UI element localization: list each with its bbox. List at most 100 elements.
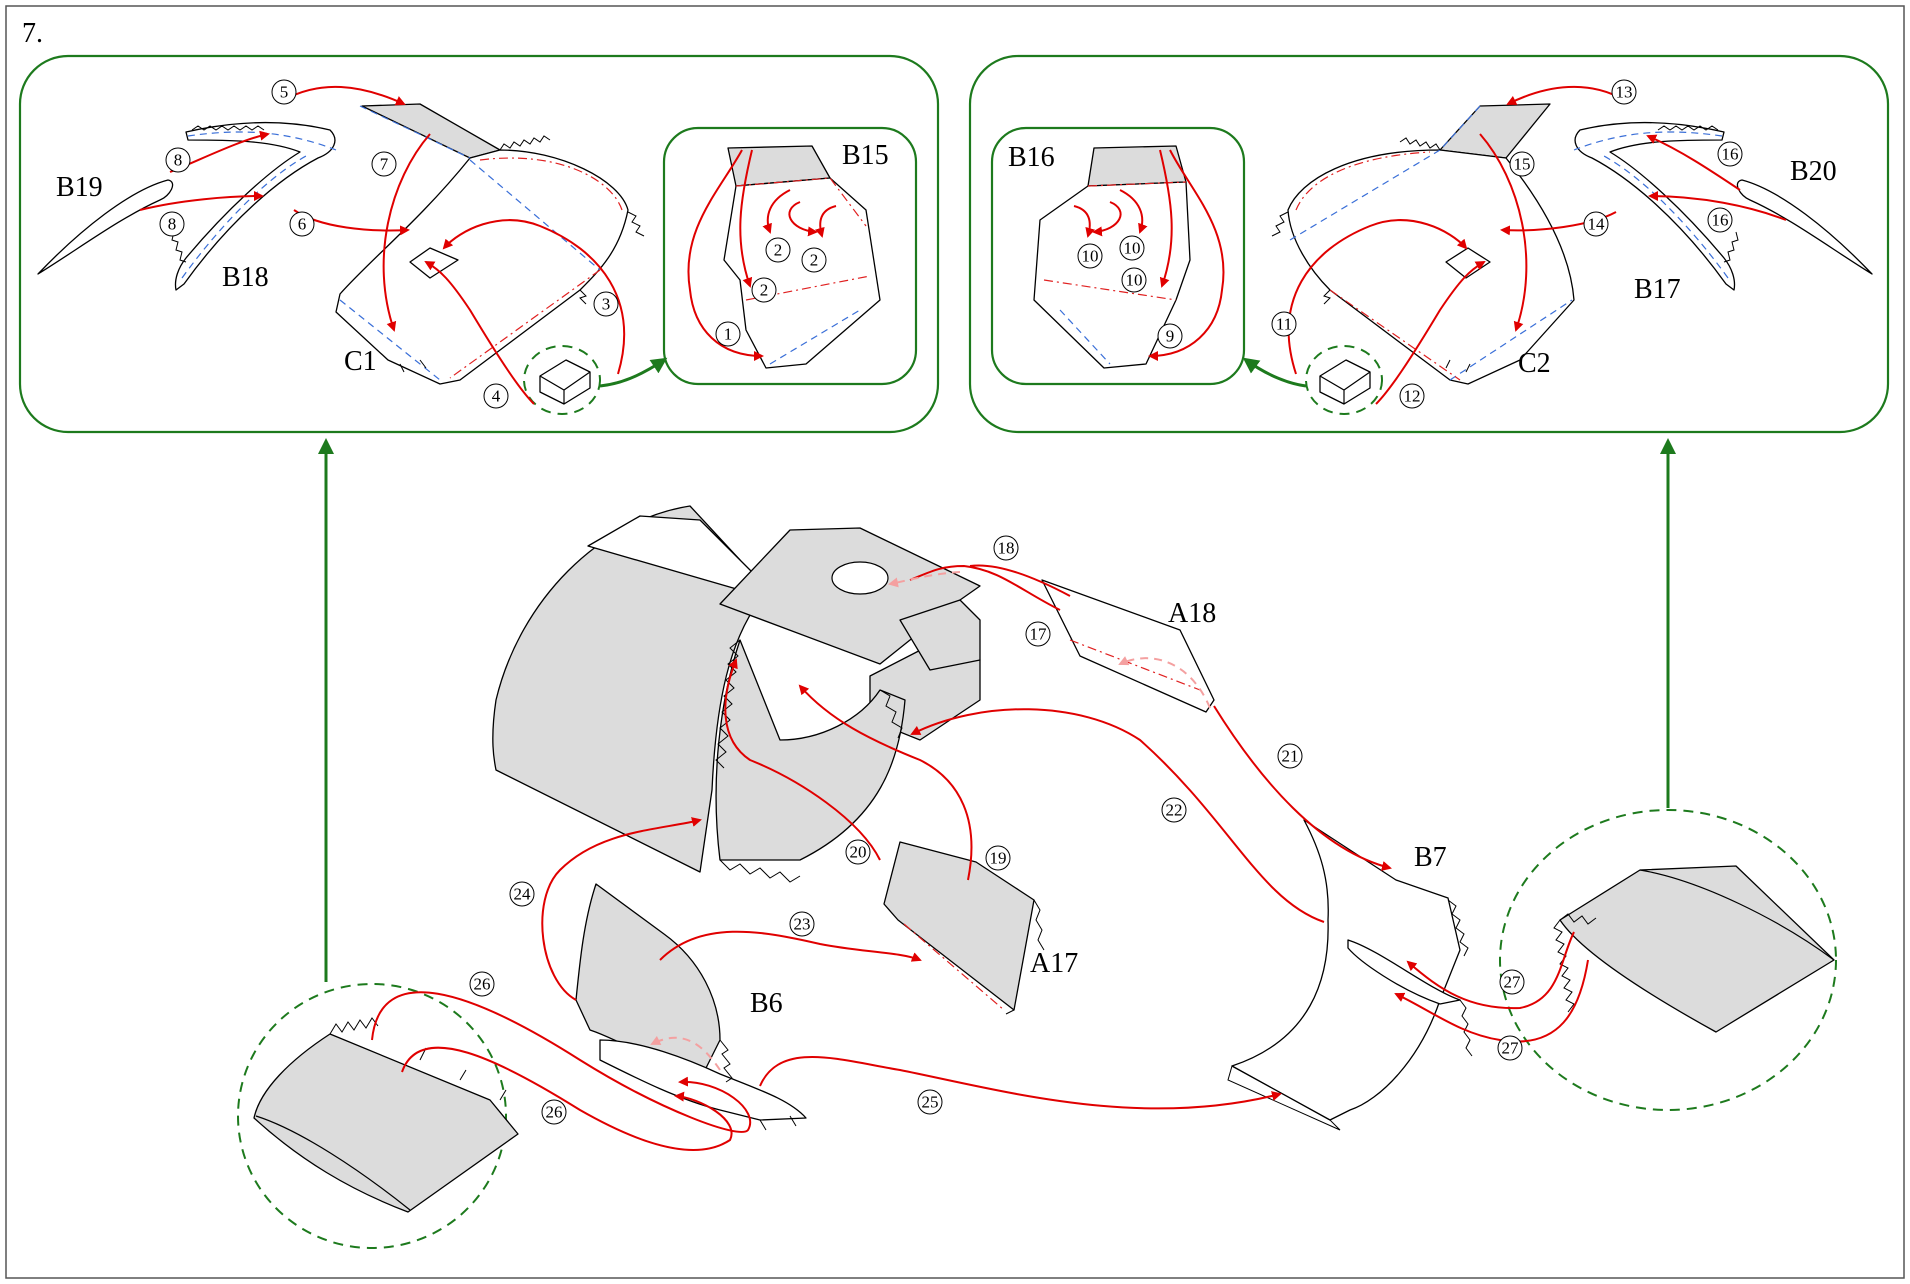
step-14: 14 [1583,211,1609,237]
step-21: 21 [1277,743,1303,769]
step-23: 23 [789,911,815,937]
step-27b: 27 [1497,1035,1523,1061]
step-26a: 26 [469,971,495,997]
label-b20: B20 [1790,156,1837,187]
step-9: 9 [1157,323,1183,349]
svg-text:9: 9 [1166,327,1175,346]
label-b6: B6 [750,988,783,1019]
step-8b: 8 [159,211,185,237]
svg-text:26: 26 [546,1103,563,1122]
svg-text:2: 2 [810,251,819,270]
label-b19: B19 [56,172,103,203]
step-7: 7 [371,151,397,177]
glue-arrows-left [139,85,837,405]
step-20: 20 [845,839,871,865]
svg-text:12: 12 [1404,387,1421,406]
label-c2: C2 [1518,348,1551,379]
step-3: 3 [593,291,619,317]
step-6: 6 [289,211,315,237]
label-c1: C1 [344,346,377,377]
svg-text:11: 11 [1276,315,1292,334]
svg-text:27: 27 [1502,1039,1520,1058]
svg-text:6: 6 [298,215,307,234]
label-b16: B16 [1008,142,1055,173]
label-b7: B7 [1414,842,1447,873]
step-19: 19 [985,845,1011,871]
svg-text:19: 19 [990,849,1007,868]
glue-arrows-main [371,564,1589,1151]
svg-text:3: 3 [602,295,611,314]
right-detail-panel: B16 C2 B17 B20 [968,54,1890,434]
step-26b: 26 [541,1099,567,1125]
step-numbers-left: 5 8 8 6 7 3 4 1 2 2 2 [159,79,827,409]
svg-text:8: 8 [168,215,177,234]
label-b18: B18 [222,262,269,293]
svg-text:10: 10 [1082,247,1099,266]
svg-text:20: 20 [850,843,867,862]
svg-text:14: 14 [1588,215,1606,234]
svg-text:15: 15 [1514,155,1531,174]
part-b20: B20 [1736,156,1873,275]
svg-text:4: 4 [492,387,501,406]
page-frame [5,5,1905,1279]
svg-text:7: 7 [380,155,389,174]
step-12: 12 [1399,383,1425,409]
label-b17: B17 [1634,274,1681,305]
step-13: 13 [1611,79,1637,105]
svg-text:8: 8 [174,151,183,170]
step-4: 4 [483,383,509,409]
svg-text:16: 16 [1712,211,1729,230]
step-18: 18 [993,535,1019,561]
svg-text:1: 1 [724,325,733,344]
svg-text:13: 13 [1616,83,1633,102]
step-numbers-main: 18 17 21 22 19 20 23 24 25 26 26 27 27 [469,535,1525,1125]
main-assembly: A18 B7 A17 B6 [237,505,1837,1249]
part-b17: B17 [1573,121,1739,305]
svg-text:16: 16 [1722,145,1739,164]
step-10c: 10 [1121,267,1147,293]
step-11: 11 [1271,311,1297,337]
part-b18: B18 [171,121,337,293]
left-detail-panel: B19 B18 C1 [18,54,940,434]
svg-text:24: 24 [514,885,532,904]
step-17: 17 [1025,621,1051,647]
svg-text:25: 25 [922,1093,939,1112]
step-10b: 10 [1119,235,1145,261]
block-detail-right [1305,345,1383,415]
b16-subpanel: B16 [990,126,1246,386]
block-detail-left [523,345,601,415]
svg-text:22: 22 [1166,801,1183,820]
label-b15: B15 [842,140,889,171]
part-b19: B19 [37,172,174,275]
svg-text:27: 27 [1504,973,1522,992]
step-2c: 2 [751,277,777,303]
svg-text:10: 10 [1126,271,1143,290]
svg-text:10: 10 [1124,239,1141,258]
step-10a: 10 [1077,243,1103,269]
step-number: 7. [22,18,43,49]
step-25: 25 [917,1089,943,1115]
step-24: 24 [509,881,535,907]
svg-text:26: 26 [474,975,491,994]
part-c2: C2 [1271,103,1575,385]
wing-detail-right [1499,809,1837,1111]
svg-text:21: 21 [1282,747,1299,766]
step-16a: 16 [1717,141,1743,167]
svg-text:2: 2 [760,281,769,300]
label-a18: A18 [1168,598,1216,629]
step-16b: 16 [1707,207,1733,233]
svg-text:18: 18 [998,539,1015,558]
step-numbers-right: 13 16 16 14 15 11 12 9 10 10 10 [1077,79,1743,409]
svg-text:17: 17 [1030,625,1048,644]
step-1: 1 [715,321,741,347]
svg-text:2: 2 [774,241,783,260]
step-22: 22 [1161,797,1187,823]
svg-text:5: 5 [280,83,289,102]
step-8a: 8 [165,147,191,173]
wing-detail-left [237,983,519,1249]
step-5: 5 [271,79,297,105]
step-15: 15 [1509,151,1535,177]
step-2b: 2 [801,247,827,273]
svg-text:23: 23 [794,915,811,934]
